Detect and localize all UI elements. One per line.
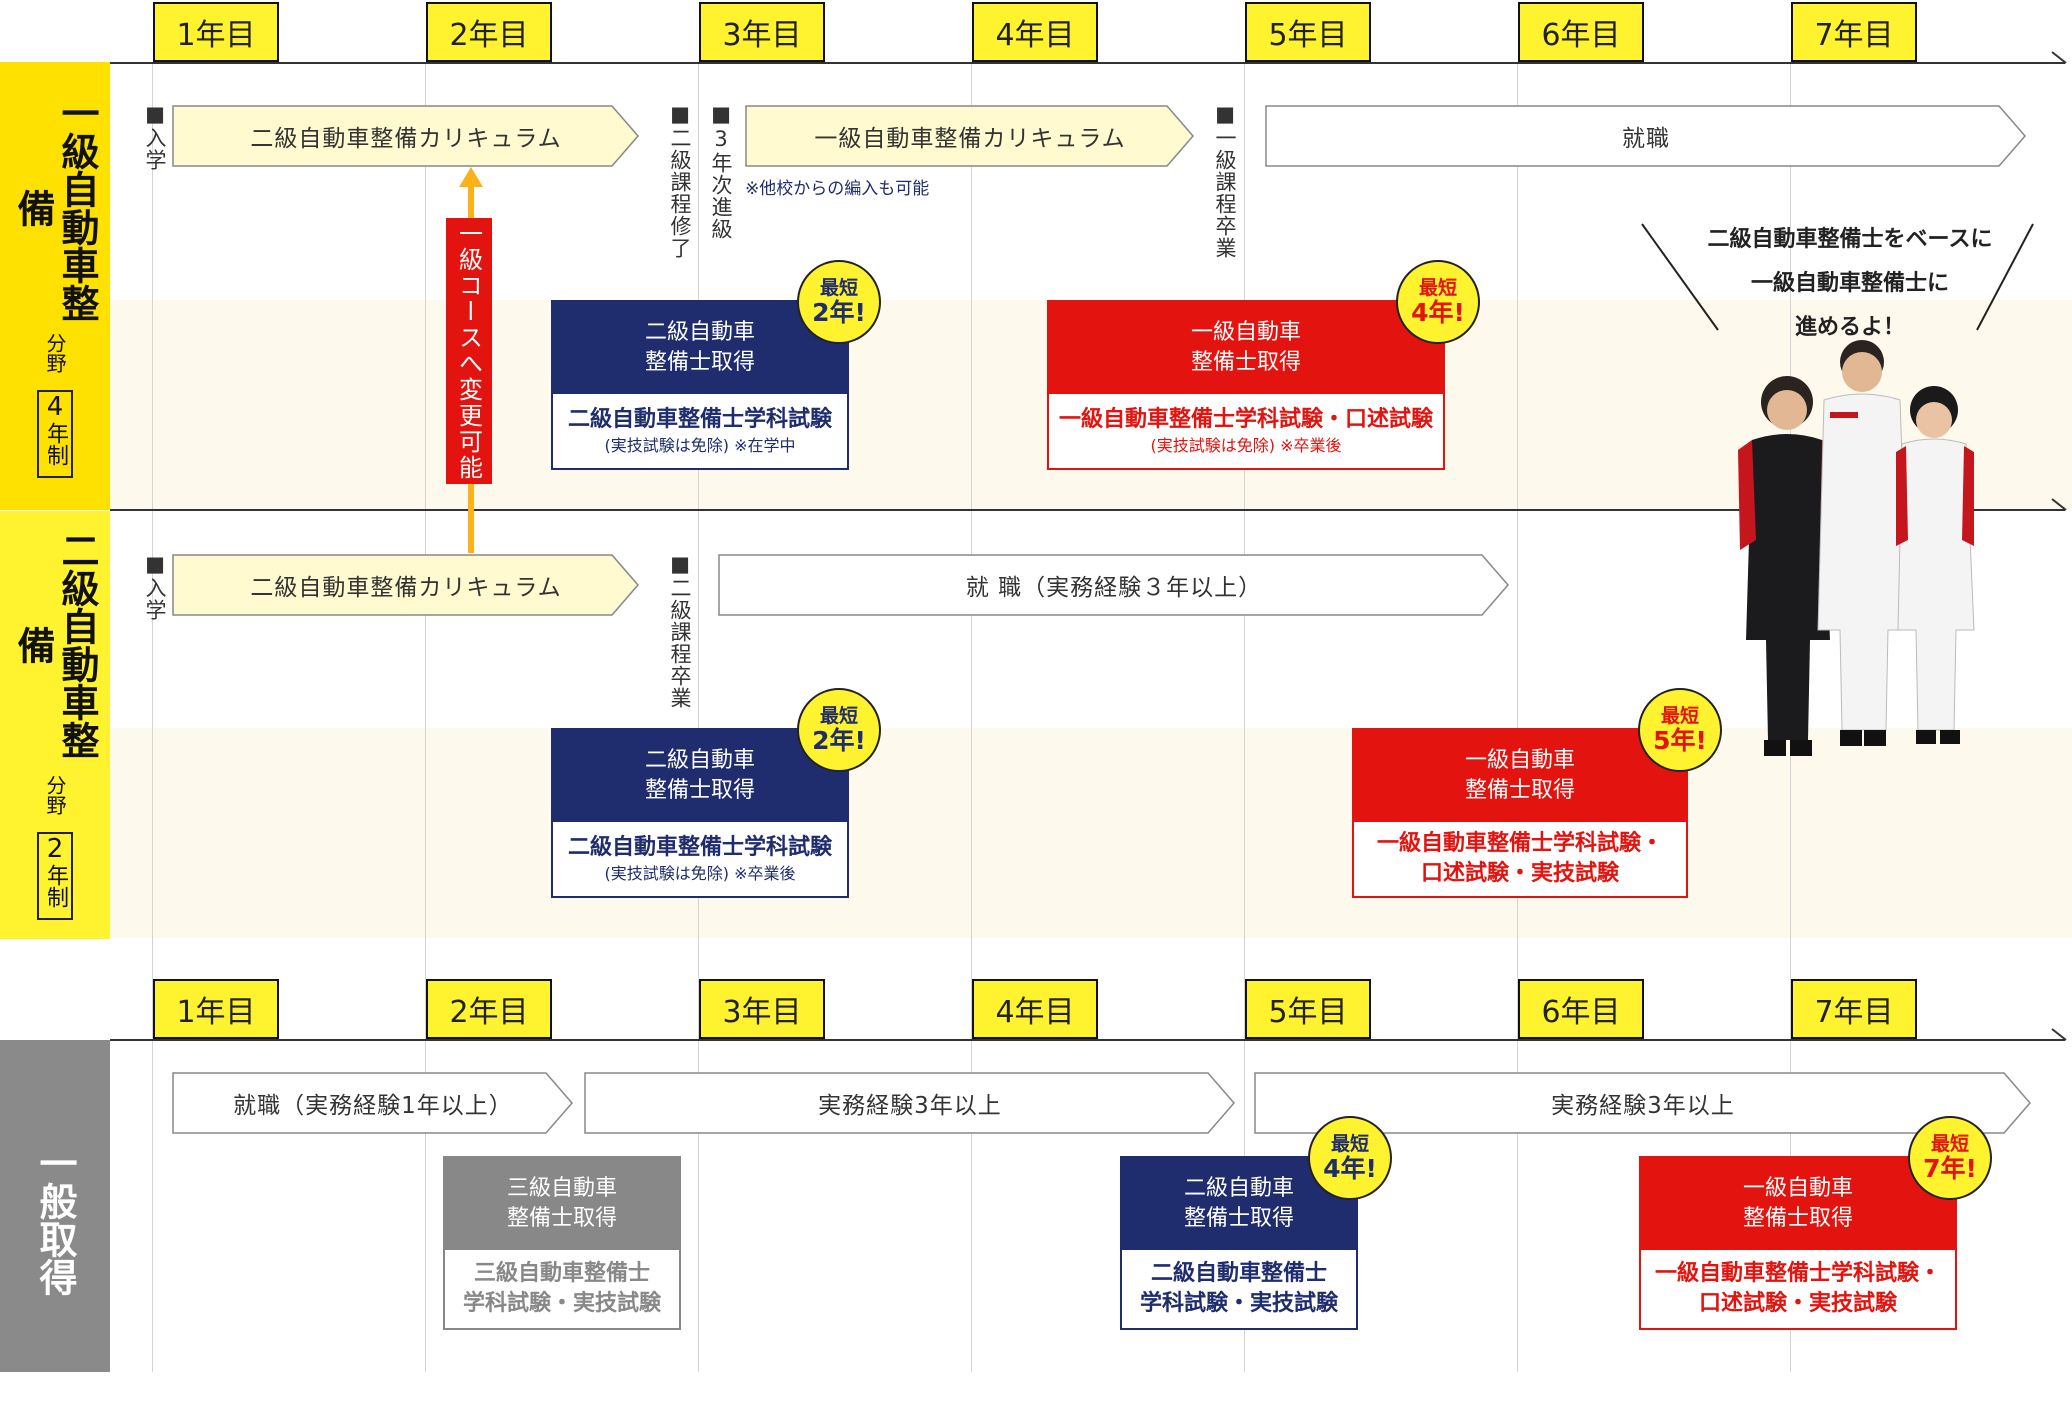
grade2-card-grade1-cert: 一級自動車 整備士取得 一級自動車整備士学科試験・ 口述試験・実技試験 [1352,728,1688,898]
grade1-badge-2yr: 最短 2年! [797,260,881,344]
year-7-label: 7年目 [1791,2,1917,62]
grade1-term-badge: 4 年制 [37,390,73,478]
grade2-title: 二級自動車整備 分野 [0,518,110,818]
grid-line [971,62,972,1372]
transfer-note: ※他校からの編入も可能 [745,174,929,199]
general-title: 一般取得 [0,1130,110,1310]
employment-3yr-bar: 就 職（実務経験３年以上） [718,554,1510,616]
grade2-term-badge: 2 年制 [37,832,73,920]
employment-1yr-bar: 就職（実務経験1年以上） [172,1072,574,1134]
year-2-label: 2年目 [426,979,552,1039]
employment-bar: 就職 [1265,105,2027,167]
grid-line [698,62,699,1372]
grid-line [1517,62,1518,1372]
year-4-label: 4年目 [972,979,1098,1039]
year-5-label: 5年目 [1245,979,1371,1039]
timeline-bottom [110,1039,2065,1041]
enter-mark: ■入学 [140,552,170,621]
grade2-sub: 分野 [44,772,66,818]
year-1-label: 1年目 [153,979,279,1039]
grade1-sub: 分野 [44,328,66,378]
experience-3yr-bar-1: 実務経験3年以上 [584,1072,1236,1134]
year-5-label: 5年目 [1245,2,1371,62]
timeline-top [110,62,2065,64]
timeline-arrow-icon [2050,1027,2070,1047]
timeline-arrow-icon [2050,50,2070,70]
year-7-label: 7年目 [1791,979,1917,1039]
year-4-label: 4年目 [972,2,1098,62]
year-3-label: 3年目 [699,979,825,1039]
general-badge-7yr: 最短 7年! [1908,1116,1992,1200]
enter-mark: ■入学 [140,102,170,171]
grade2-curriculum-bar: 二級自動車整備カリキュラム [172,105,640,167]
year-3-label: 3年目 [699,2,825,62]
grade1-card-grade1-cert: 一級自動車 整備士取得 一級自動車整備士学科試験・口述試験 (実技試験は免除) … [1047,300,1445,470]
grade2-badge-2yr: 最短 2年! [797,688,881,772]
grade1-title: 一級自動車整備 分野 [0,88,110,378]
grade2-badge-5yr: 最短 5年! [1638,688,1722,772]
grade1-course-grad-mark: ■一級課程卒業 [1210,102,1240,259]
grade1-curriculum-bar: 一級自動車整備カリキュラム [745,105,1195,167]
year-6-label: 6年目 [1518,2,1644,62]
year-1-label: 1年目 [153,2,279,62]
change-course-label: 一級コースへ変更可能 [446,218,492,484]
speech-bubble-text: 二級自動車整備士をベースに 一級自動車整備士に 進めるよ！ [1690,218,2010,350]
general-badge-4yr: 最短 4年! [1308,1116,1392,1200]
grade2-course-done-mark: ■二級課程修了 [665,102,695,259]
year3-advance-mark: ■3年次進級 [706,102,736,240]
grade1-badge-4yr: 最短 4年! [1396,260,1480,344]
grade2-course-grad-mark: ■二級課程卒業 [665,552,695,709]
grid-line [425,62,426,1372]
grade2-curriculum-bar: 二級自動車整備カリキュラム [172,554,640,616]
year-6-label: 6年目 [1518,979,1644,1039]
general-card-grade3-cert: 三級自動車 整備士取得 三級自動車整備士 学科試験・実技試験 [443,1156,681,1330]
timeline-arrow-icon [2050,497,2070,517]
general-card-grade1-cert: 一級自動車 整備士取得 一級自動車整備士学科試験・ 口述試験・実技試験 [1639,1156,1957,1330]
year-2-label: 2年目 [426,2,552,62]
mechanics-photo-icon [1712,340,1992,770]
grid-line [152,62,153,1372]
